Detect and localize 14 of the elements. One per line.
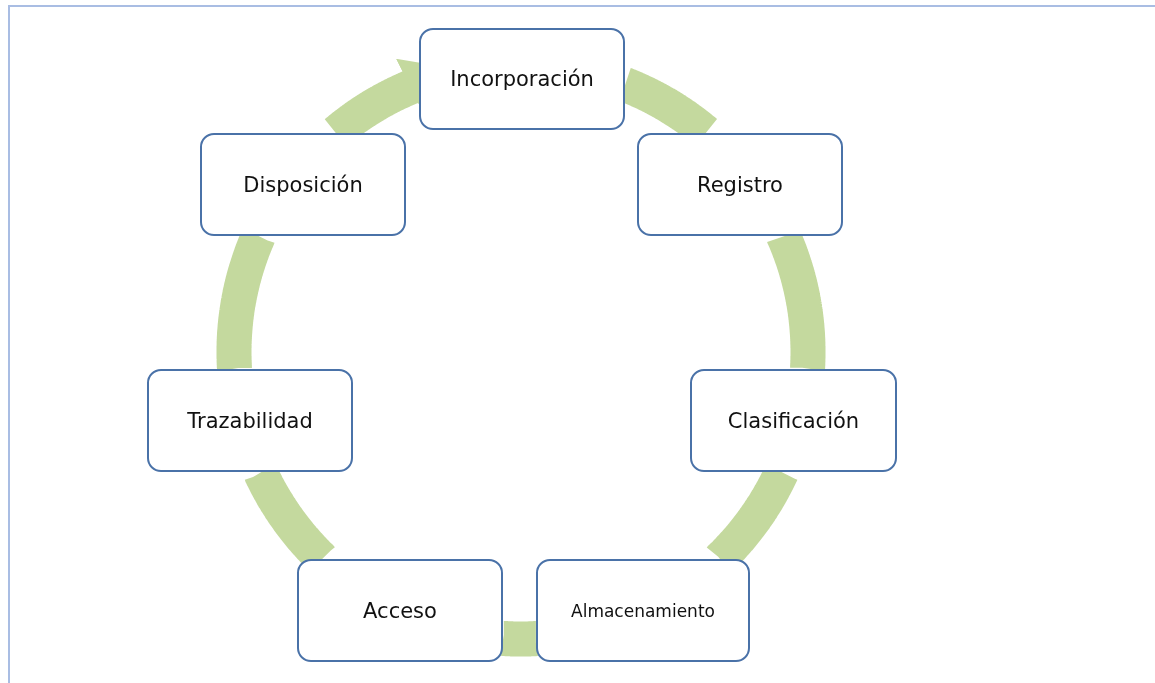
process-box [200,133,406,236]
process-box [637,133,843,236]
box-label: Registro [697,172,783,197]
process-box [147,369,353,472]
box-label: Trazabilidad [187,408,313,433]
box-label: Almacenamiento [571,600,715,621]
process-box [297,559,503,662]
box-label: Disposición [243,172,363,197]
process-box [690,369,897,472]
process-box [419,28,625,130]
box-label: Incorporación [450,67,594,91]
box-label: Clasificación [727,408,860,433]
box-label: Acceso [363,598,437,623]
process-box [536,559,750,662]
